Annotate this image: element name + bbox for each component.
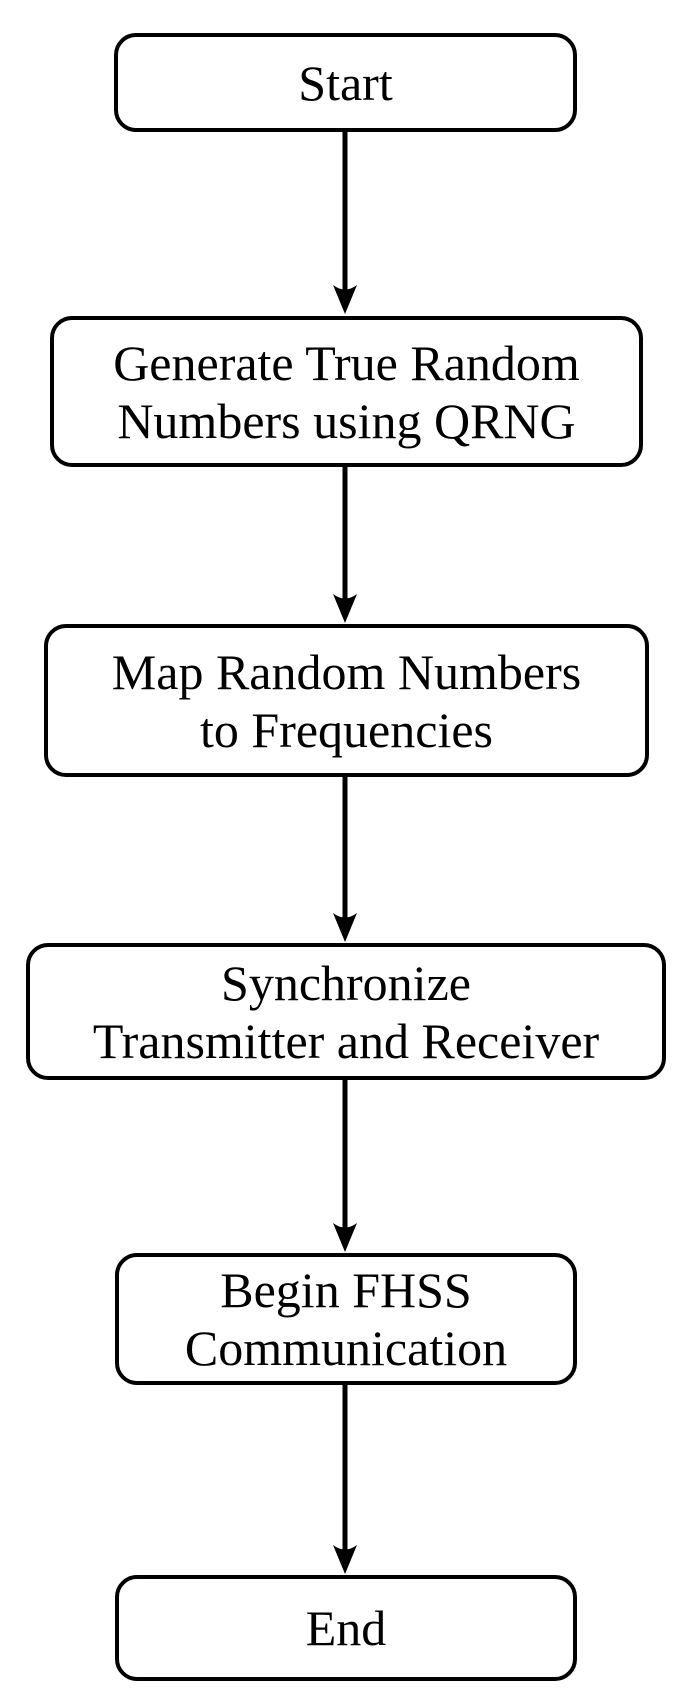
flow-node-end: End xyxy=(115,1575,577,1681)
flow-node-generate-random: Generate True Random Numbers using QRNG xyxy=(50,316,643,467)
flow-arrow-start-to-generate xyxy=(333,132,357,314)
node-label-line2: Numbers using QRNG xyxy=(117,392,576,449)
flow-node-start: Start xyxy=(114,33,577,132)
node-label-line2: Transmitter and Receiver xyxy=(92,1012,600,1069)
node-label-line1: Begin FHSS xyxy=(220,1262,472,1318)
flow-arrow-map-to-sync xyxy=(333,777,357,942)
node-label: Start xyxy=(298,54,393,111)
node-label-line2: to Frequencies xyxy=(200,701,493,758)
node-label-line2: Communication xyxy=(184,1320,508,1376)
node-label-line1: Map Random Numbers xyxy=(111,643,582,700)
flow-arrow-generate-to-map xyxy=(333,467,357,623)
flow-arrow-begin-to-end xyxy=(333,1385,357,1574)
flow-node-synchronize: Synchronize Transmitter and Receiver xyxy=(26,943,666,1080)
flow-arrow-sync-to-begin xyxy=(333,1080,357,1252)
flow-node-begin-fhss: Begin FHSS Communication xyxy=(115,1253,577,1385)
flow-node-map-frequencies: Map Random Numbers to Frequencies xyxy=(44,624,649,777)
node-label: End xyxy=(305,1600,387,1656)
node-label-line1: Generate True Random xyxy=(113,334,580,391)
node-label-line1: Synchronize xyxy=(221,954,471,1011)
